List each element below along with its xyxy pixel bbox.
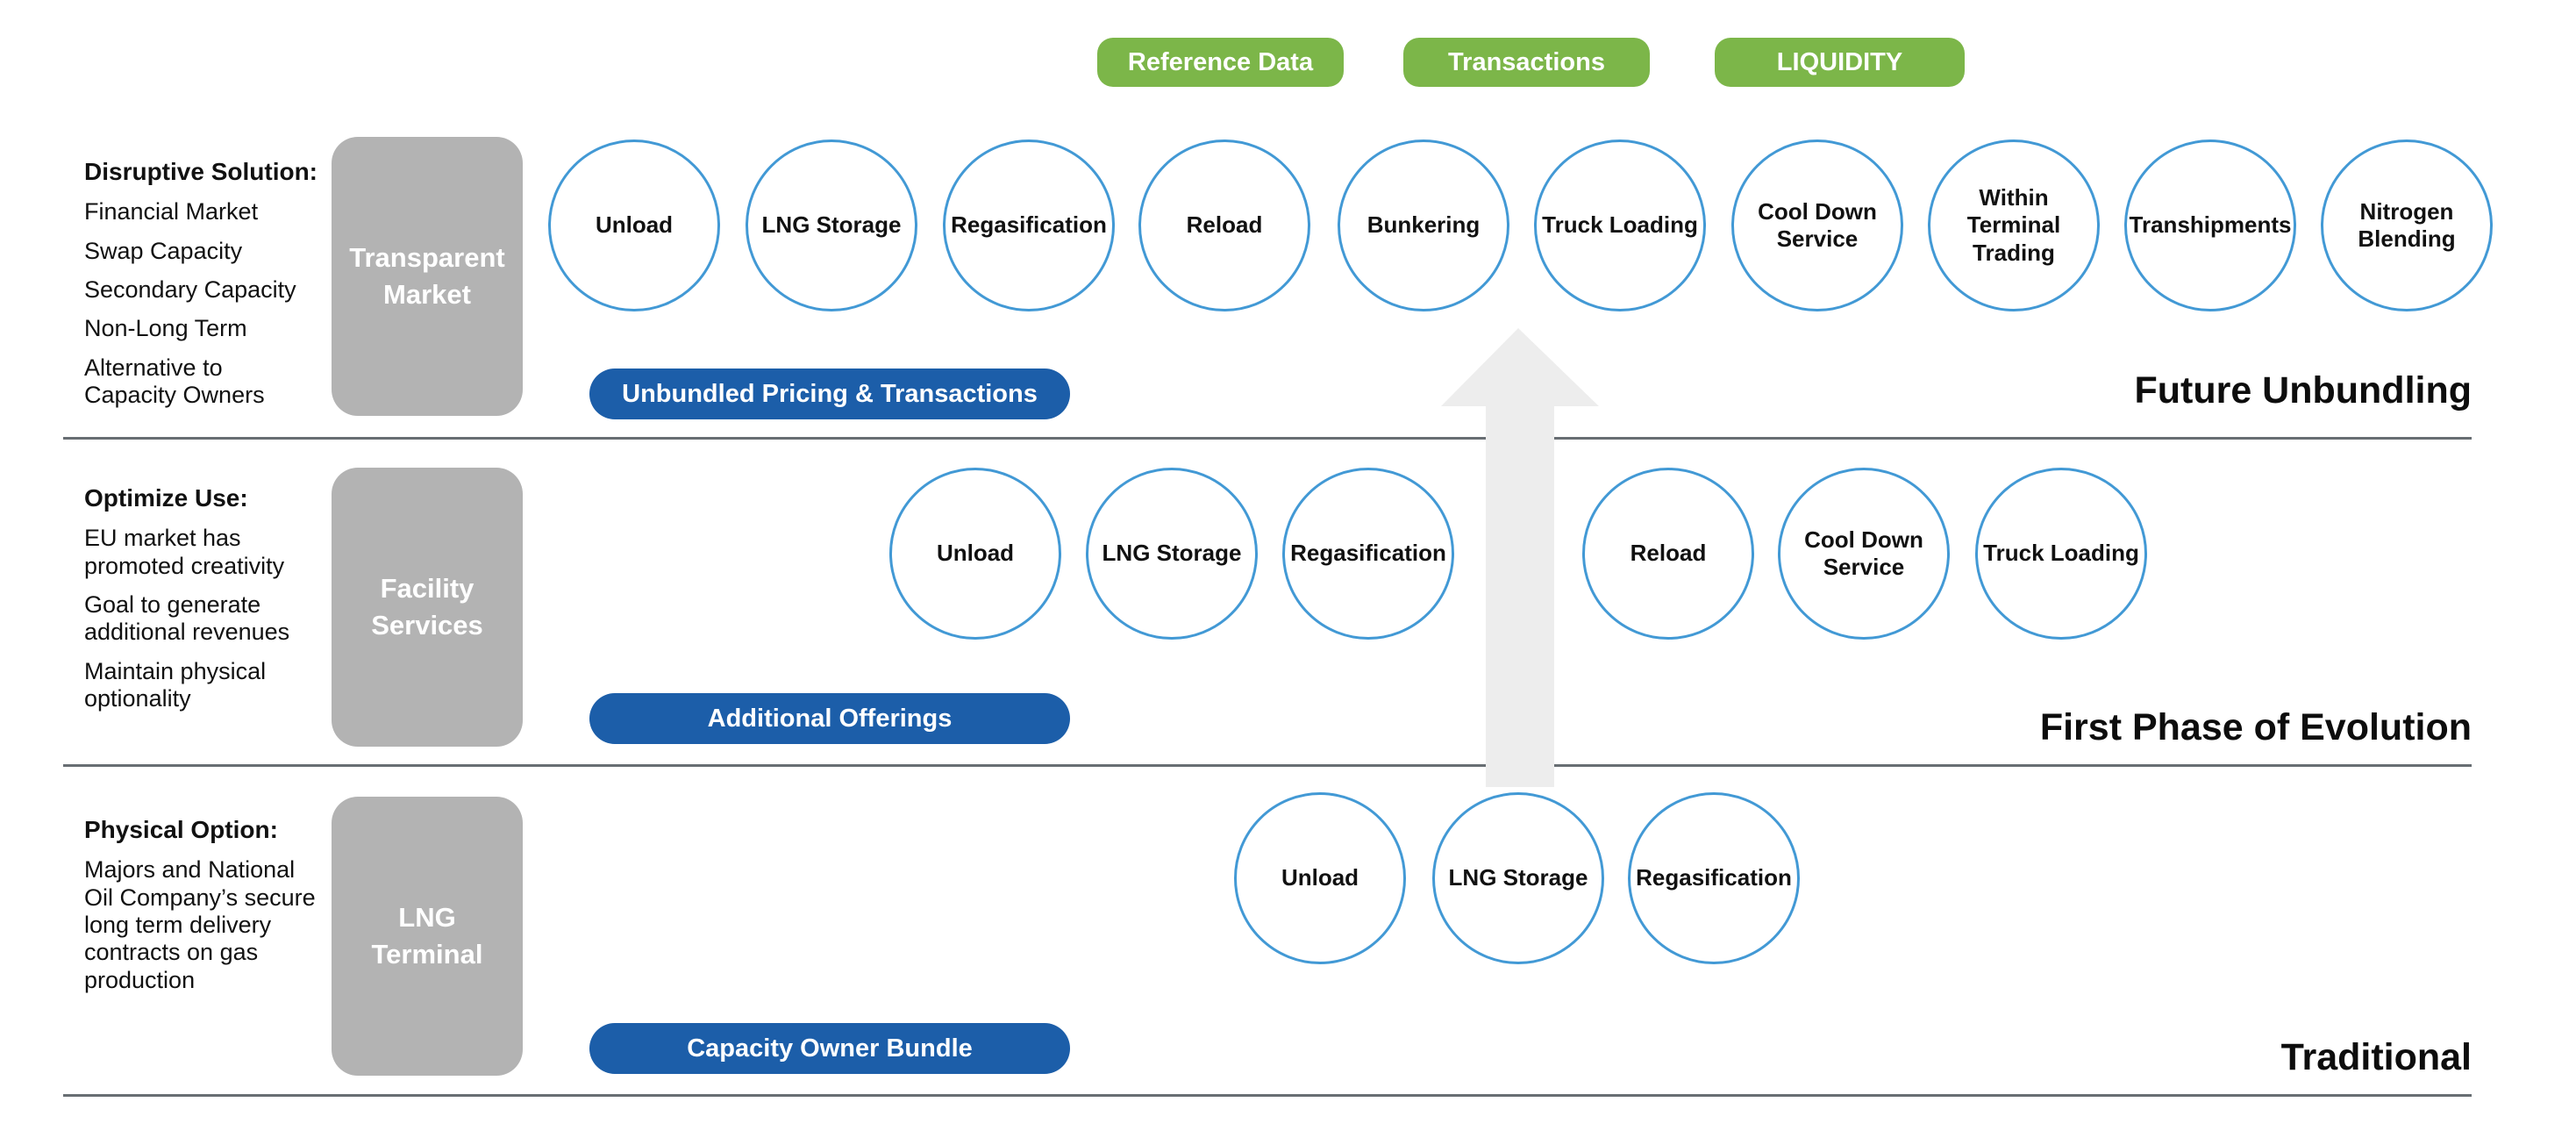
service-circle-regasification: Regasification [943, 140, 1115, 311]
phase-label-traditional: Traditional [2280, 1036, 2472, 1078]
note-item: Maintain physical optionality [84, 657, 267, 712]
circle-label: LNG Storage [1102, 540, 1242, 567]
service-circle-truck-loading: Truck Loading [1975, 468, 2147, 640]
service-circle-nitrogen-blending: Nitrogen Blending [2321, 140, 2493, 311]
note-item: Financial Market [84, 198, 259, 225]
service-circle-bunkering: Bunkering [1338, 140, 1509, 311]
tag-liquidity: LIQUIDITY [1715, 38, 1965, 87]
circle-label: Bunkering [1366, 211, 1481, 239]
circle-label: Truck Loading [1983, 540, 2139, 567]
phase-label-first-phase: First Phase of Evolution [2039, 706, 2472, 748]
note-item: Secondary Capacity [84, 276, 296, 304]
bundle-pill-capacity-owner-bundle: Capacity Owner Bundle [589, 1023, 1070, 1074]
service-circle-reload: Reload [1138, 140, 1310, 311]
service-circle-reload: Reload [1582, 468, 1754, 640]
service-circle-regasification: Regasification [1628, 792, 1800, 964]
bundle-pill-unbundled-pricing: Unbundled Pricing & Transactions [589, 369, 1070, 419]
service-circle-regasification: Regasification [1282, 468, 1454, 640]
note-physical-option: Physical Option: Majors and National Oil… [84, 816, 325, 1005]
circle-label: Within Terminal Trading [1966, 184, 2061, 266]
service-circle-unload: Unload [548, 140, 720, 311]
circle-label: Unload [1281, 864, 1359, 891]
service-circle-unload: Unload [889, 468, 1061, 640]
service-circle-lng-storage: LNG Storage [1432, 792, 1604, 964]
separator-row3 [63, 1094, 2472, 1097]
circle-label: Cool Down Service [1804, 526, 1923, 580]
note-title: Optimize Use: [84, 484, 248, 512]
circle-label: Reload [1630, 540, 1707, 567]
circle-label: Regasification [951, 211, 1107, 239]
separator-row1 [63, 437, 2472, 440]
phase-label-future-unbundling: Future Unbundling [2134, 369, 2472, 411]
circle-label: Cool Down Service [1758, 197, 1877, 252]
note-item: Goal to generate additional revenues [84, 591, 290, 646]
circle-label: Unload [936, 540, 1015, 567]
circle-label: Reload [1186, 211, 1263, 239]
category-box-lng-terminal: LNG Terminal [332, 797, 523, 1076]
circle-label: Regasification [1636, 864, 1792, 891]
circle-label: LNG Storage [1448, 864, 1588, 891]
circle-label: Transhipments [2129, 211, 2292, 239]
circle-label: Truck Loading [1542, 211, 1698, 239]
upward-evolution-arrow-icon [1441, 328, 1599, 787]
circle-label: Regasification [1290, 540, 1446, 567]
circle-label: Unload [595, 211, 674, 239]
note-disruptive-solution: Disruptive Solution: Financial Market Sw… [84, 158, 325, 420]
service-circle-truck-loading: Truck Loading [1534, 140, 1706, 311]
bundle-pill-additional-offerings: Additional Offerings [589, 693, 1070, 744]
note-item: Swap Capacity [84, 237, 243, 264]
service-circle-within-terminal-trading: Within Terminal Trading [1928, 140, 2100, 311]
service-circle-lng-storage: LNG Storage [746, 140, 917, 311]
service-circle-cool-down-service: Cool Down Service [1731, 140, 1903, 311]
service-circle-cool-down-service: Cool Down Service [1778, 468, 1950, 640]
category-box-facility-services: Facility Services [332, 468, 523, 747]
note-item: Majors and National Oil Company’s secure… [84, 856, 316, 993]
tag-transactions: Transactions [1403, 38, 1650, 87]
service-circle-transhipments: Transhipments [2124, 140, 2296, 311]
circle-label: LNG Storage [761, 211, 902, 239]
service-circle-unload: Unload [1234, 792, 1406, 964]
note-item: Alternative to Capacity Owners [84, 354, 265, 409]
service-circle-lng-storage: LNG Storage [1086, 468, 1258, 640]
note-title: Disruptive Solution: [84, 158, 318, 185]
note-title: Physical Option: [84, 816, 278, 843]
separator-row2 [63, 764, 2472, 767]
note-item: EU market has promoted creativity [84, 525, 285, 579]
category-box-transparent-market: Transparent Market [332, 137, 523, 416]
note-optimize-use: Optimize Use: EU market has promoted cre… [84, 484, 325, 724]
circle-label: Nitrogen Blending [2358, 197, 2456, 252]
tag-reference-data: Reference Data [1097, 38, 1344, 87]
note-item: Non-Long Term [84, 315, 247, 342]
